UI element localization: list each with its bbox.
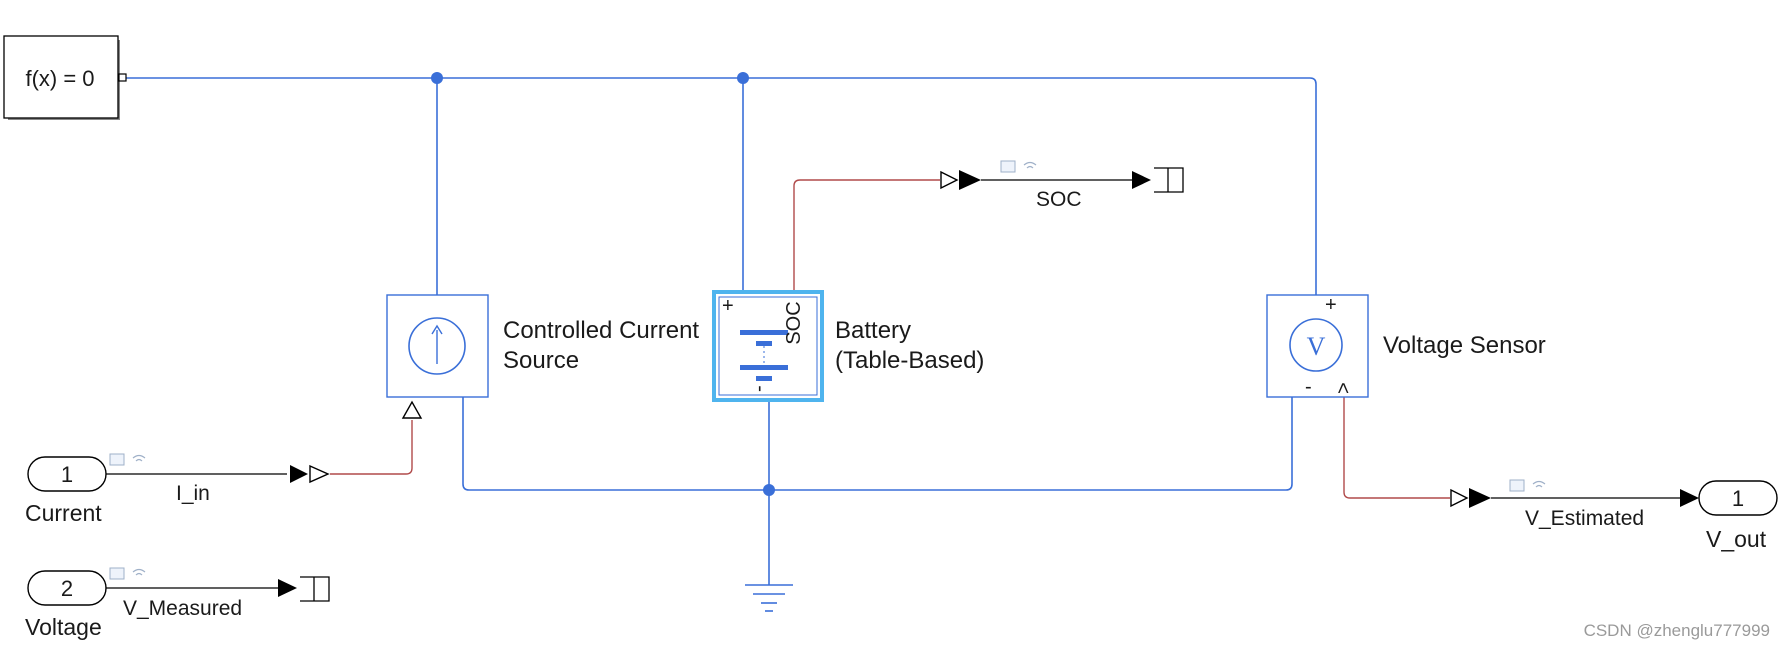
inport-current[interactable]: 1 xyxy=(27,456,107,492)
signal-v-estimated-label: V_Estimated xyxy=(1525,507,1644,530)
simulink-ps-converter-icon[interactable] xyxy=(290,465,308,483)
signal-logging-icon xyxy=(1509,479,1546,492)
solver-port[interactable] xyxy=(118,73,127,82)
ps-simulink-converter-icon[interactable] xyxy=(940,170,959,190)
sensor-output-port: > xyxy=(1333,382,1355,394)
junction-dot xyxy=(431,72,443,84)
arrow-icon xyxy=(1132,171,1151,189)
i-in-ps-line[interactable] xyxy=(330,420,413,475)
junctions xyxy=(431,72,775,496)
ps-simulink-converter-icon[interactable] xyxy=(1450,488,1469,508)
signal-i-in-label: I_in xyxy=(176,482,210,505)
watermark: CSDN @zhenglu777999 xyxy=(1584,621,1770,640)
solver-configuration-block[interactable]: f(x) = 0 xyxy=(3,35,127,120)
top-bus-line[interactable] xyxy=(124,77,1317,295)
inport-voltage-label: Voltage xyxy=(25,614,102,640)
battery-icon xyxy=(740,330,788,381)
current-source-icon xyxy=(408,317,466,375)
voltage-sensor-label: Voltage Sensor xyxy=(1383,332,1546,359)
voltmeter-icon xyxy=(1289,318,1343,372)
battery-plus-port: + xyxy=(722,295,734,317)
inport-current-label: Current xyxy=(25,500,102,526)
arrow-icon xyxy=(1680,489,1699,507)
inport-number: 1 xyxy=(61,462,73,487)
sensor-minus-port: - xyxy=(1305,376,1312,398)
voltage-sensor-block[interactable]: V + - > xyxy=(1266,294,1369,398)
signal-logging-icon xyxy=(1000,160,1037,173)
v-estimated-ps-line[interactable] xyxy=(1343,397,1450,499)
bottom-bus-line[interactable] xyxy=(462,397,1293,491)
signal-logging-icon xyxy=(109,453,146,466)
ground-icon[interactable] xyxy=(745,584,793,612)
arrow-up-icon xyxy=(431,324,443,335)
signal-soc-label: SOC xyxy=(1036,188,1082,211)
junction-dot xyxy=(763,484,775,496)
terminator-icon[interactable] xyxy=(300,576,330,602)
inport-voltage[interactable]: 2 xyxy=(27,570,107,606)
ps-input-port[interactable] xyxy=(401,400,423,419)
battery-label-1: Battery xyxy=(835,317,911,344)
soc-ps-line[interactable] xyxy=(793,179,940,300)
current-source-label-2: Source xyxy=(503,347,579,374)
junction-dot xyxy=(737,72,749,84)
inport-number: 2 xyxy=(61,576,73,601)
ps-signal-lines xyxy=(330,179,1450,499)
voltmeter-symbol: V xyxy=(1307,332,1326,361)
signal-logging-icon xyxy=(109,567,146,580)
controlled-current-source-block[interactable] xyxy=(386,294,489,419)
arrow-icon xyxy=(278,579,297,597)
outport-number: 1 xyxy=(1732,486,1744,511)
battery-block[interactable]: + - SOC xyxy=(712,290,824,402)
battery-label-2: (Table-Based) xyxy=(835,347,984,374)
terminator-icon[interactable] xyxy=(1154,167,1184,193)
battery-soc-port: SOC xyxy=(783,301,805,344)
sensor-plus-port: + xyxy=(1325,294,1337,316)
solver-label: f(x) = 0 xyxy=(25,66,94,91)
battery-minus-port: - xyxy=(748,385,770,392)
battery-plus-line[interactable] xyxy=(742,78,767,318)
outport-label: V_out xyxy=(1706,526,1767,552)
current-source-label-1: Controlled Current xyxy=(503,317,699,344)
signal-v-measured-label: V_Measured xyxy=(123,597,242,620)
outport-v-out[interactable]: 1 xyxy=(1698,480,1778,516)
